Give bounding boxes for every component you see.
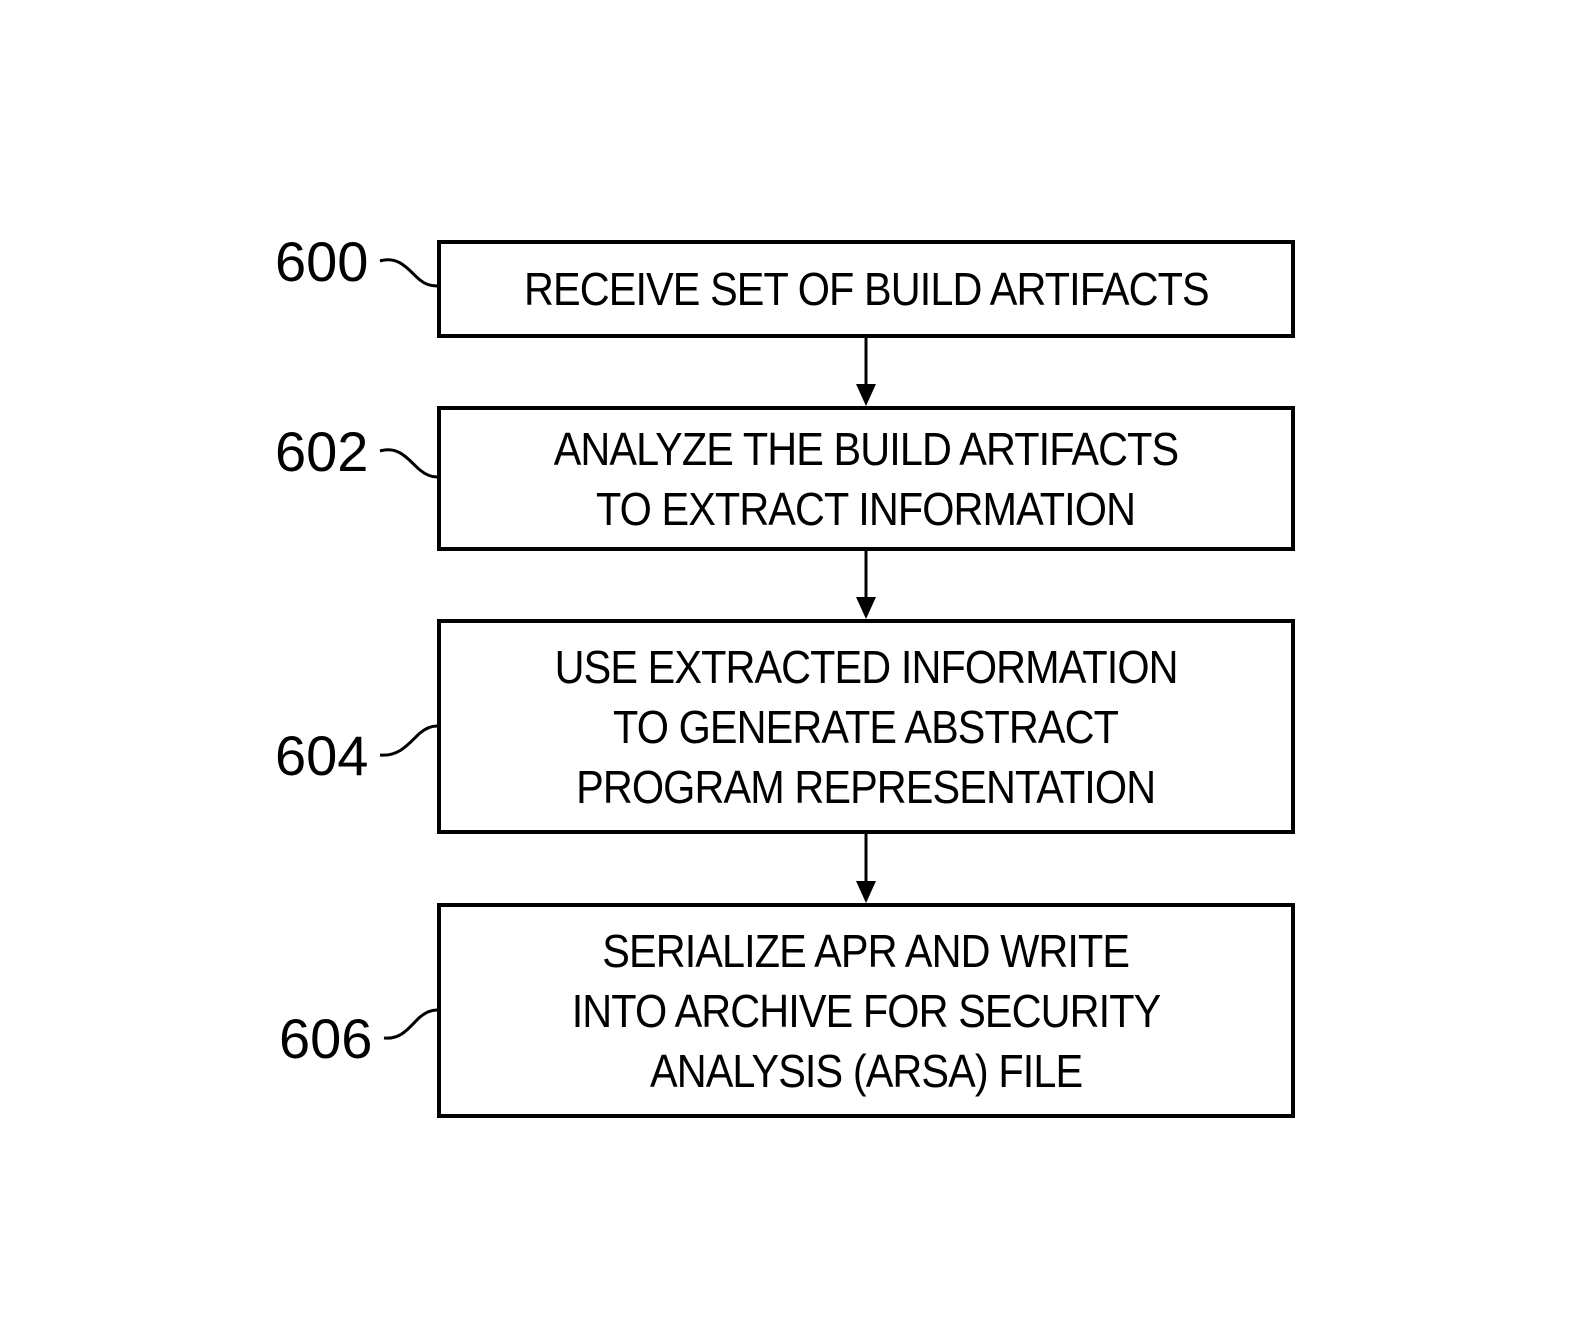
arrowhead-604-to-606 [856,881,876,903]
arrowhead-600-to-602 [856,384,876,406]
leader-line-606 [384,1010,437,1038]
ref-label-604: 604 [275,728,368,784]
step-text-line: SERIALIZE APR AND WRITE [603,921,1130,981]
step-box-generate-apr: USE EXTRACTED INFORMATION TO GENERATE AB… [437,619,1295,834]
step-text-line: PROGRAM REPRESENTATION [576,757,1155,817]
ref-label-602: 602 [275,424,368,480]
step-text-line: ANALYSIS (ARSA) FILE [650,1041,1082,1101]
step-text-line: ANALYZE THE BUILD ARTIFACTS [554,419,1178,479]
leader-line-600 [380,260,437,286]
step-text-line: USE EXTRACTED INFORMATION [554,637,1177,697]
step-box-analyze-artifacts: ANALYZE THE BUILD ARTIFACTS TO EXTRACT I… [437,406,1295,551]
step-box-serialize-apr: SERIALIZE APR AND WRITE INTO ARCHIVE FOR… [437,903,1295,1118]
leader-line-602 [380,450,437,477]
step-text-line: TO EXTRACT INFORMATION [596,479,1135,539]
leader-line-604 [380,726,437,755]
ref-label-600: 600 [275,234,368,290]
step-text-line: INTO ARCHIVE FOR SECURITY [572,981,1161,1041]
step-box-receive-artifacts: RECEIVE SET OF BUILD ARTIFACTS [437,240,1295,338]
arrowhead-602-to-604 [856,597,876,619]
ref-label-606: 606 [279,1011,372,1067]
step-text-line: RECEIVE SET OF BUILD ARTIFACTS [524,259,1209,319]
step-text-line: TO GENERATE ABSTRACT [614,697,1119,757]
